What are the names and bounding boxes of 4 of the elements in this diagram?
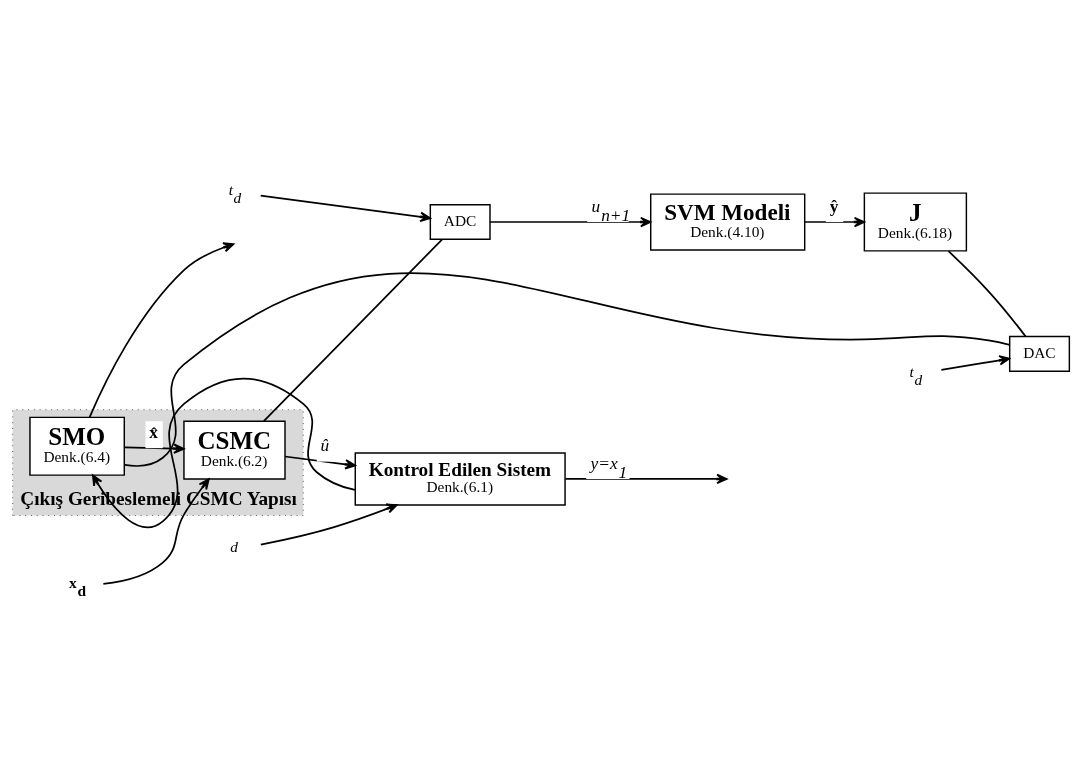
node-text: d bbox=[230, 537, 238, 555]
edge-label: x̂ bbox=[149, 422, 158, 442]
edge-label: û bbox=[320, 435, 330, 455]
edge-label: ŷ bbox=[829, 196, 839, 216]
